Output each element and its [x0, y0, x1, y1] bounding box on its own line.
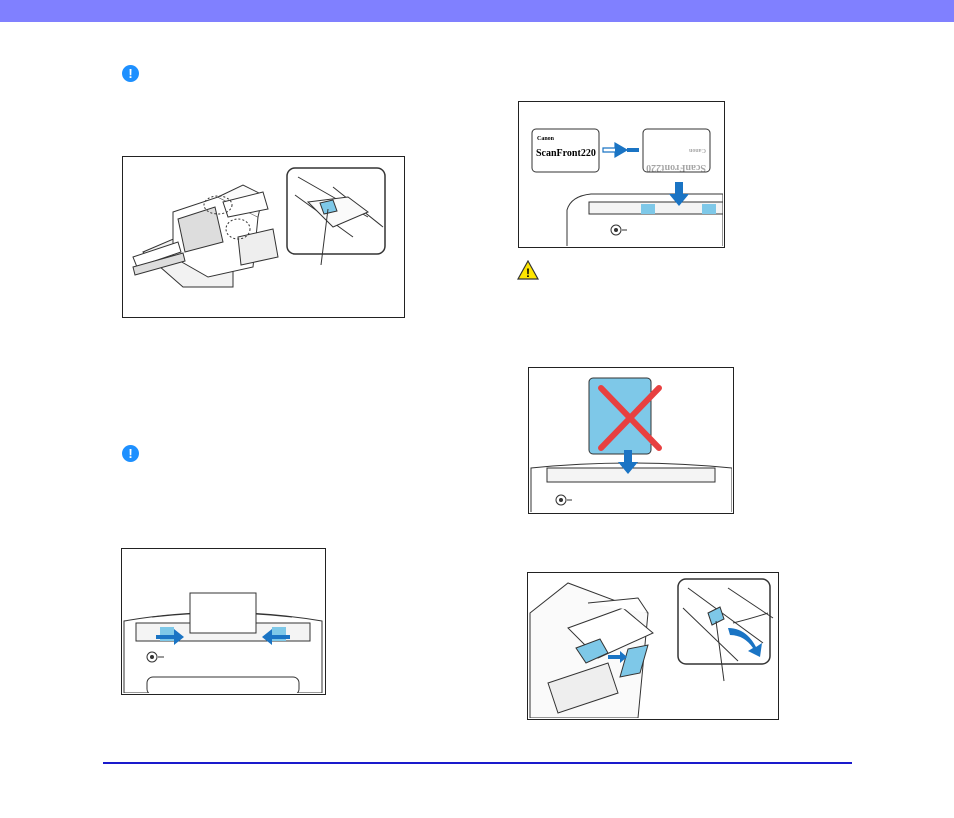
figure-scanner-overview: [122, 156, 405, 318]
footer-rule: [103, 762, 852, 764]
figure-card-remove: [527, 572, 779, 720]
card-mirror-brand-text: Canon: [688, 147, 706, 153]
figure-wrong-insert: [528, 367, 734, 514]
figure-card-guides: [121, 548, 326, 695]
card-brand-text: Canon: [537, 136, 555, 142]
warning-glyph: !: [526, 266, 530, 280]
figure-card-insert-orientation: Canon ScanFront220 ScanFront220 Canon: [518, 101, 725, 248]
warning-triangle-icon: !: [517, 260, 539, 280]
header-bar: [0, 0, 954, 22]
note-exclamation-icon-2: !: [122, 445, 139, 462]
note-exclamation-icon: !: [122, 65, 139, 82]
card-mirror-model-text: ScanFront220: [646, 162, 706, 173]
card-model-text: ScanFront220: [536, 148, 596, 159]
